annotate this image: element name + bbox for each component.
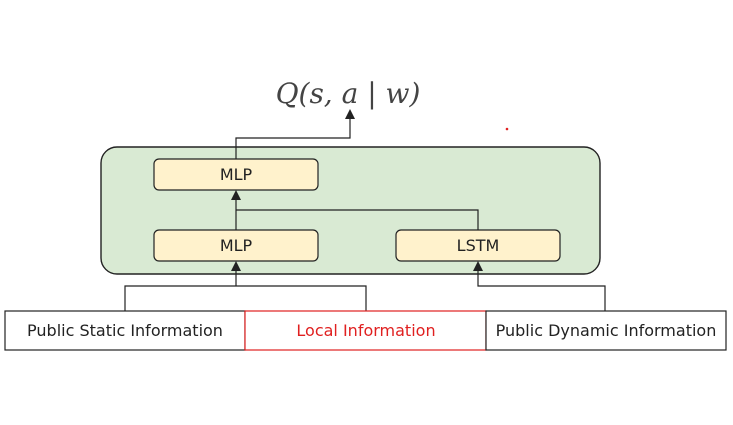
lstm-merge-connector — [236, 209, 479, 230]
local-input: Local Information — [244, 310, 487, 351]
top-mlp-module: MLP — [153, 158, 319, 191]
dynamic-to-lstm-arrow — [473, 261, 606, 311]
bottom-mlp-module: MLP — [153, 229, 319, 262]
output-arrow — [235, 109, 355, 159]
public-static-input: Public Static Information — [4, 310, 246, 351]
red-dot-marker — [505, 127, 509, 131]
output-formula: Q(s, a | w) — [276, 77, 421, 110]
local-label: Local Information — [296, 321, 435, 340]
public-dynamic-input: Public Dynamic Information — [485, 310, 727, 351]
static-to-mlp-connector — [124, 285, 367, 311]
bottom-mlp-label: MLP — [220, 236, 253, 255]
lstm-label: LSTM — [457, 236, 500, 255]
public-static-label: Public Static Information — [27, 321, 223, 340]
lstm-module: LSTM — [395, 229, 561, 262]
top-mlp-label: MLP — [220, 165, 253, 184]
public-dynamic-label: Public Dynamic Information — [496, 321, 717, 340]
